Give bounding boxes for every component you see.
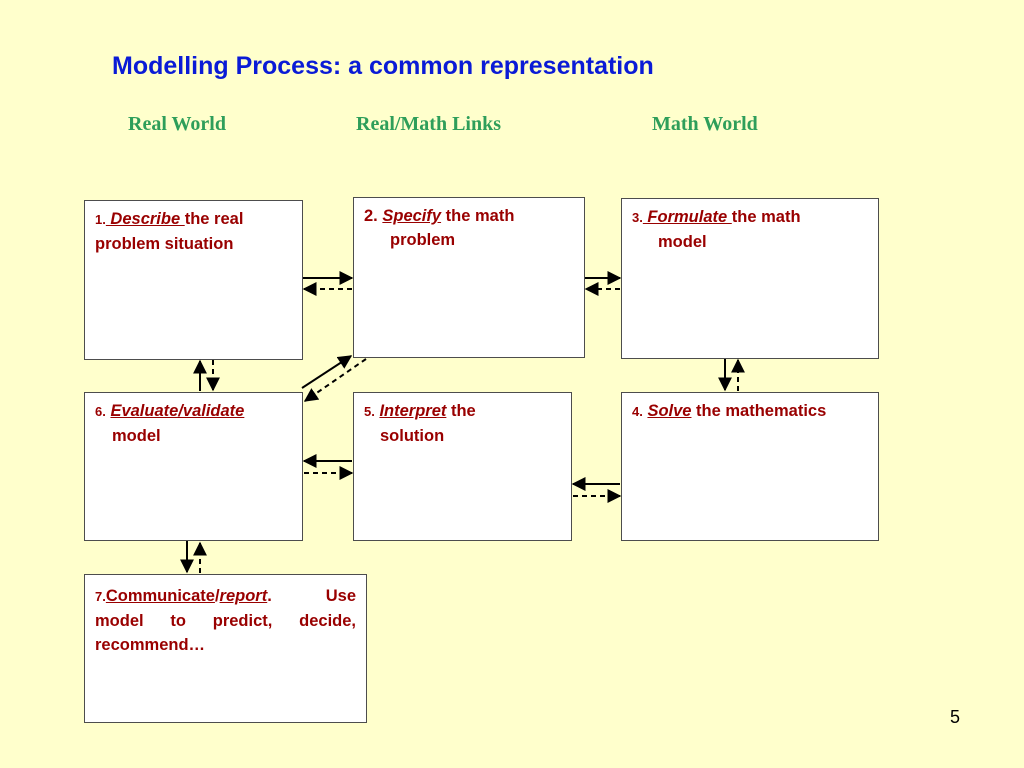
step-number: 7. (95, 589, 106, 604)
step-text-line2: model (112, 427, 161, 445)
step-text: the (446, 402, 476, 420)
step-5-interpret-box: 5. Interpret the solution (353, 392, 572, 541)
step-text-line2: model (658, 233, 707, 251)
step-text: . Use model to predict, decide, recommen… (95, 587, 356, 654)
step-text-line2: problem situation (95, 235, 234, 253)
step-1-describe-box: 1. Describe the real problem situation (84, 200, 303, 360)
step-number: 5. (364, 404, 375, 419)
step-4-solve-box: 4. Solve the mathematics (621, 392, 879, 541)
slide-title: Modelling Process: a common representati… (112, 52, 654, 80)
step-verb: Specify (382, 207, 442, 225)
step-number: 2. (364, 207, 378, 225)
step-2-specify-box: 2. Specify the math problem (353, 197, 585, 358)
step-verb: Describe (105, 210, 185, 228)
step-text: the real (184, 210, 244, 228)
step-7-communicate-box: 7.Communicate/report. Use model to predi… (84, 574, 367, 723)
arrow-2-to-6-dashed (303, 358, 367, 402)
step-number: 4. (632, 404, 643, 419)
column-heading-real-world: Real World (128, 113, 226, 135)
step-text: the mathematics (691, 402, 827, 420)
step-3-formulate-box: 3. Formulate the math model (621, 198, 879, 359)
step-verb: Solve (647, 402, 692, 420)
step-verb: Formulate (642, 208, 732, 226)
step-text: the math (441, 207, 515, 225)
step-verb: Evaluate/validate (110, 402, 245, 420)
step-text-line2: solution (380, 427, 445, 445)
step-verb: Communicate (105, 587, 215, 605)
step-number: 6. (95, 404, 106, 419)
step-slash: / (214, 587, 220, 605)
step-verb: Interpret (379, 402, 447, 420)
step-number: 3. (632, 210, 643, 225)
column-heading-math-world: Math World (652, 113, 758, 135)
step-text-line2: problem (390, 231, 456, 249)
step-6-evaluate-box: 6. Evaluate/validate model (84, 392, 303, 541)
arrow-6-to-2 (301, 355, 353, 389)
page-number: 5 (950, 707, 961, 727)
column-heading-real-math-links: Real/Math Links (356, 113, 502, 135)
step-number: 1. (95, 212, 106, 227)
step-verb-secondary: report (219, 587, 268, 605)
step-text: the math (731, 208, 801, 226)
